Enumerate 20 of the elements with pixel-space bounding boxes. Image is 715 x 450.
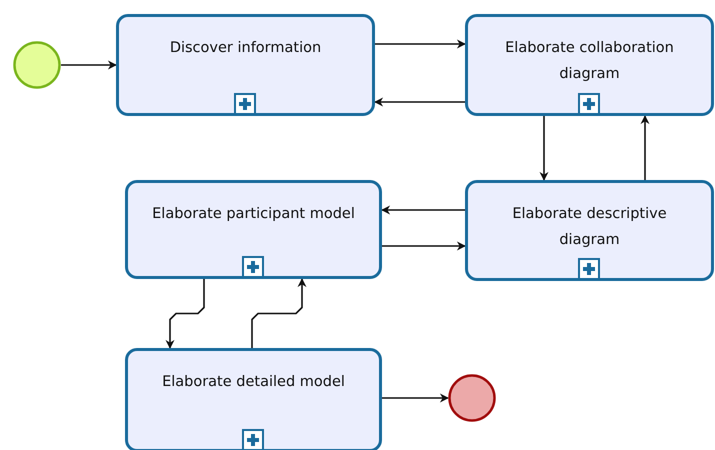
arrow [640,115,650,180]
task-label: Elaborate collaboration diagram [504,39,675,84]
subprocess-box [116,14,375,116]
arrow [381,206,465,214]
subprocess-box [465,14,714,116]
arrow [166,279,205,349]
arrow [382,394,449,402]
arrow [61,60,117,70]
task-label: Elaborate detailed model [161,373,346,392]
subprocess-box [125,180,382,279]
arrow [251,278,306,348]
arrow [374,98,465,106]
arrow [382,242,466,250]
task-label: Elaborate participant model [151,205,356,224]
arrow [375,40,466,48]
subprocess-box [125,348,382,450]
subprocess-box [465,180,714,281]
task-label: Discover information [168,39,322,58]
arrow [540,116,548,181]
task-label: Elaborate descriptive diagram [511,205,668,250]
